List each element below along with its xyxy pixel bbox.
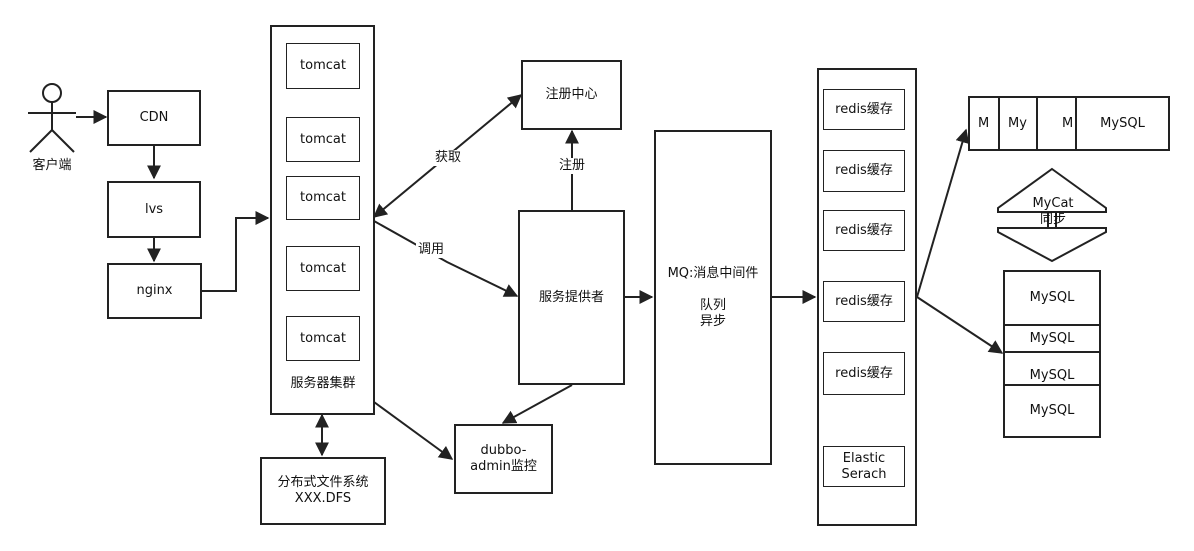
mysql-bottom-2[interactable]: MySQL: [1003, 324, 1101, 353]
server-cluster-label: 服务器集群: [290, 376, 356, 391]
tomcat-node-5[interactable]: tomcat: [286, 316, 360, 361]
mysql-bottom-4[interactable]: MySQL: [1003, 384, 1101, 438]
edge-label-call: 调用: [416, 242, 447, 258]
edge-label-fetch: 获取: [433, 150, 464, 166]
user-label: 客户端: [32, 158, 72, 173]
cdn-node[interactable]: CDN: [107, 90, 201, 146]
provider-node[interactable]: 服务提供者: [518, 210, 625, 385]
monitor-node[interactable]: dubbo- admin监控: [454, 424, 553, 494]
nginx-node[interactable]: nginx: [107, 263, 202, 319]
cache-cluster[interactable]: [817, 68, 917, 526]
edge-nginx-cluster: [202, 211, 270, 292]
edge-cluster-monitor: [373, 401, 454, 460]
mq-node[interactable]: MQ:消息中间件 队列 异步: [654, 130, 772, 465]
dfs-node[interactable]: 分布式文件系统 XXX.DFS: [260, 457, 386, 525]
elasticsearch-node[interactable]: Elastic Serach: [823, 446, 905, 487]
tomcat-node-2[interactable]: tomcat: [286, 117, 360, 162]
edge-provider-monitor: [501, 384, 573, 424]
lvs-node[interactable]: lvs: [107, 181, 201, 238]
redis-node-1[interactable]: redis缓存: [823, 89, 905, 130]
edge-cache-mysql-bottom: [916, 296, 1004, 354]
redis-node-2[interactable]: redis缓存: [823, 150, 905, 192]
edge-call: [373, 220, 519, 297]
mysql-bottom-1[interactable]: MySQL: [1003, 270, 1101, 326]
registry-node[interactable]: 注册中心: [521, 60, 622, 130]
edge-cache-mysql-top: [916, 128, 970, 298]
redis-node-4[interactable]: redis缓存: [823, 281, 905, 322]
tomcat-node-1[interactable]: tomcat: [286, 43, 360, 89]
edge-label-register: 注册: [557, 158, 588, 174]
redis-node-5[interactable]: redis缓存: [823, 352, 905, 395]
redis-node-3[interactable]: redis缓存: [823, 210, 905, 251]
mycat-shape: [997, 167, 1107, 263]
server-cluster[interactable]: [270, 25, 375, 415]
tomcat-node-3[interactable]: tomcat: [286, 176, 360, 220]
mysql-top-4[interactable]: MySQL: [1075, 96, 1170, 151]
user-icon: [28, 83, 76, 153]
mycat-label: MyCat 同步: [1032, 196, 1074, 227]
mysql-bottom-3[interactable]: MySQL: [1003, 351, 1101, 386]
tomcat-node-4[interactable]: tomcat: [286, 246, 360, 291]
